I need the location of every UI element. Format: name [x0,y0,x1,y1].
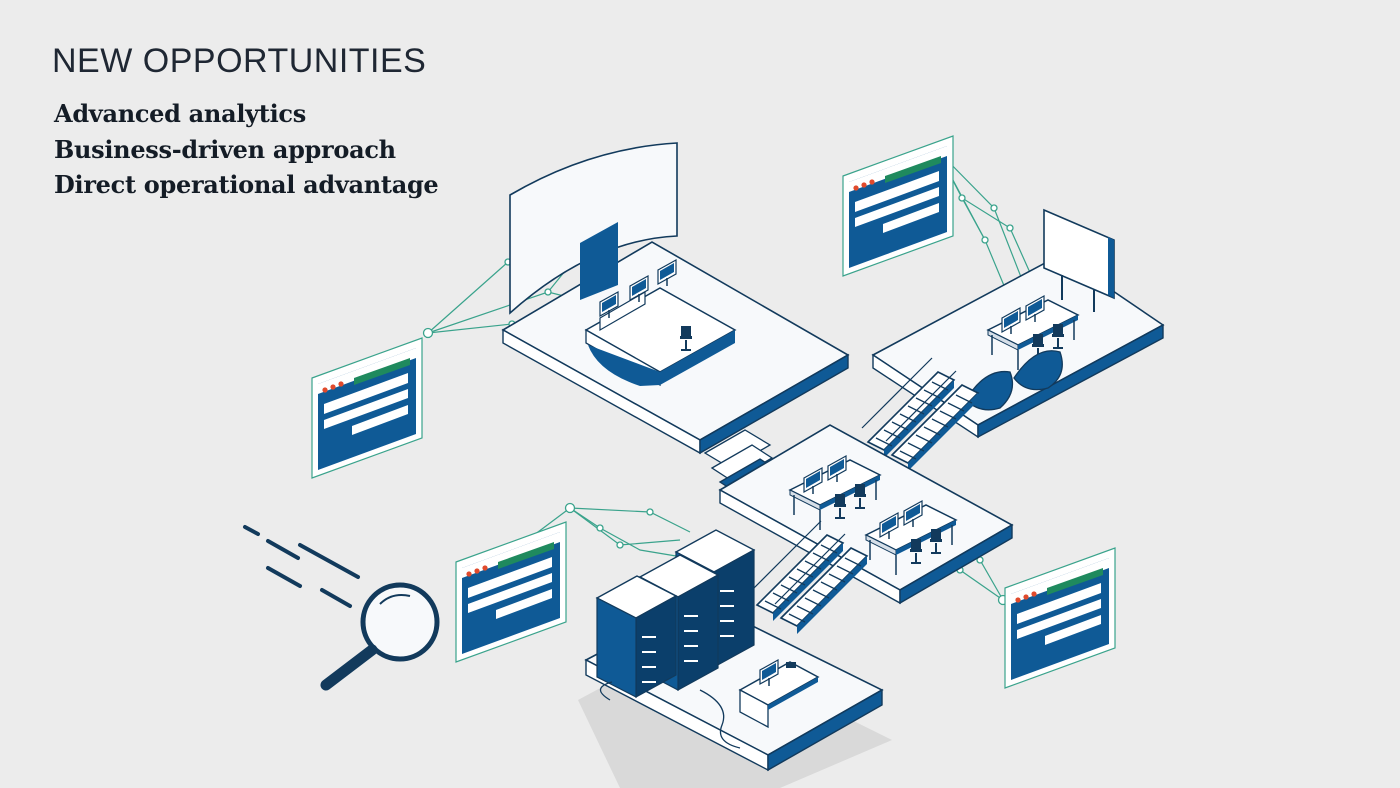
projection-screen [1043,208,1115,312]
page-title: NEW OPPORTUNITIES [52,42,427,80]
control-console [580,222,737,387]
server-room-desk [738,659,820,729]
browser-window-icon [1004,547,1116,689]
benefit-list: Advanced analytics Business-driven appro… [54,96,439,203]
browser-window-icon [842,135,954,277]
magnifier-icon [243,525,440,691]
browser-window-icon [455,521,567,663]
benefit-item: Business-driven approach [54,134,396,164]
curved-video-wall [509,142,678,315]
benefit-item: Direct operational advantage [54,170,439,199]
browser-window-icon [311,337,423,479]
server-rack-icon [595,529,756,749]
benefit-item: Advanced analytics [54,99,306,128]
